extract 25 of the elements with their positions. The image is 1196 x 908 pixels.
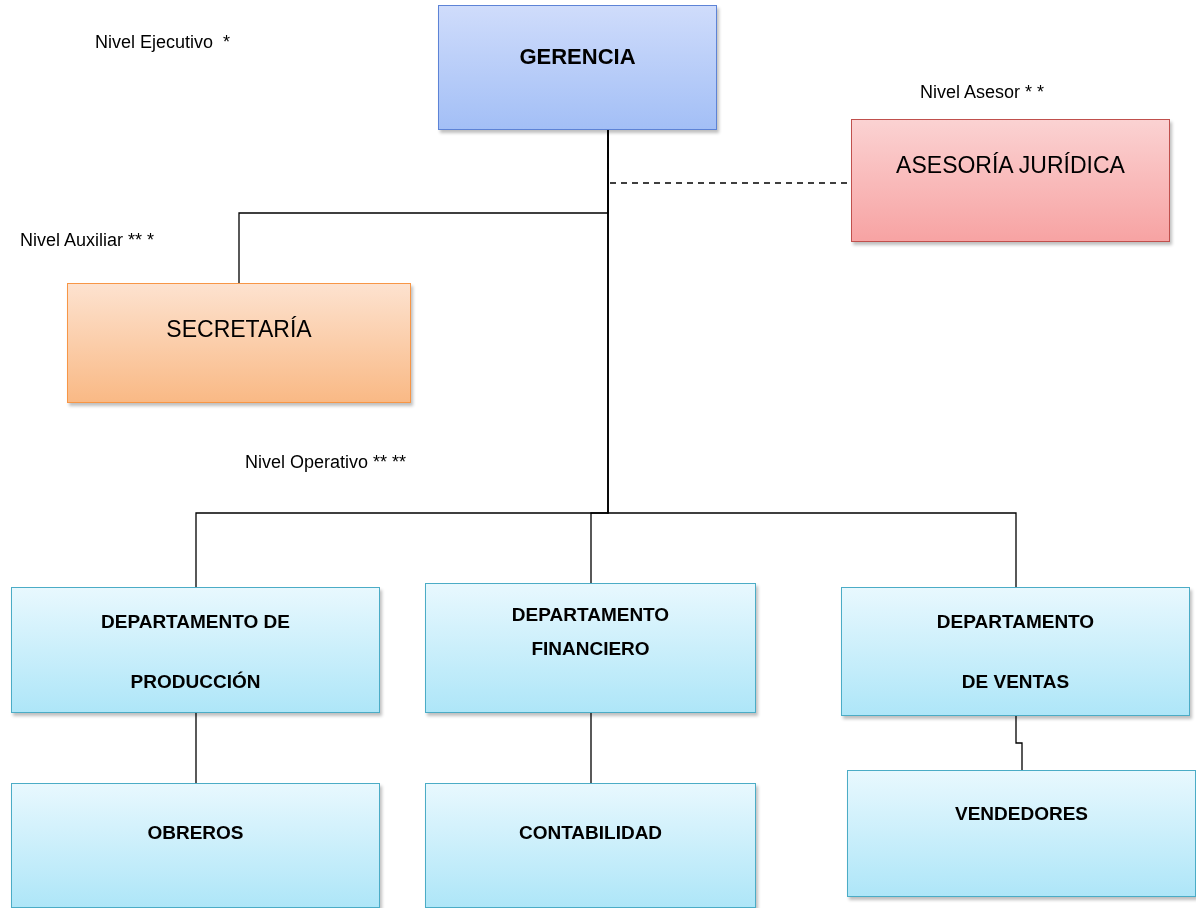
org-unit-box	[425, 583, 756, 713]
unit-title: GERENCIA	[519, 43, 636, 71]
org-unit-box	[425, 783, 756, 908]
connector-line	[1015, 715, 1023, 771]
unit-title: DEPARTAMENTO FINANCIERO	[510, 603, 671, 661]
unit-title: SECRETARÍA	[166, 315, 312, 344]
unit-title: ASESORÍA JURÍDICA	[896, 151, 1125, 180]
connector-line	[590, 712, 592, 784]
connector-line	[195, 712, 197, 784]
org-unit-box	[11, 783, 380, 908]
unit-title: CONTABILIDAD	[518, 821, 663, 845]
level-label: Nivel Operativo ** **	[245, 452, 407, 473]
level-label: Nivel Auxiliar ** *	[20, 230, 155, 251]
unit-title: OBREROS	[147, 821, 244, 845]
org-unit-box	[841, 587, 1190, 716]
org-unit-box	[851, 119, 1170, 242]
unit-title: DEPARTAMENTO DE PRODUCCIÓN	[100, 610, 291, 694]
org-unit-box	[11, 587, 380, 713]
level-label: Nivel Asesor * *	[920, 82, 1045, 103]
unit-title: DEPARTAMENTO DE VENTAS	[935, 610, 1096, 694]
unit-title: VENDEDORES	[955, 802, 1088, 826]
org-unit-box	[847, 770, 1196, 897]
org-unit-box	[67, 283, 411, 403]
level-label: Nivel Ejecutivo *	[95, 32, 231, 53]
org-unit-box	[438, 5, 717, 130]
